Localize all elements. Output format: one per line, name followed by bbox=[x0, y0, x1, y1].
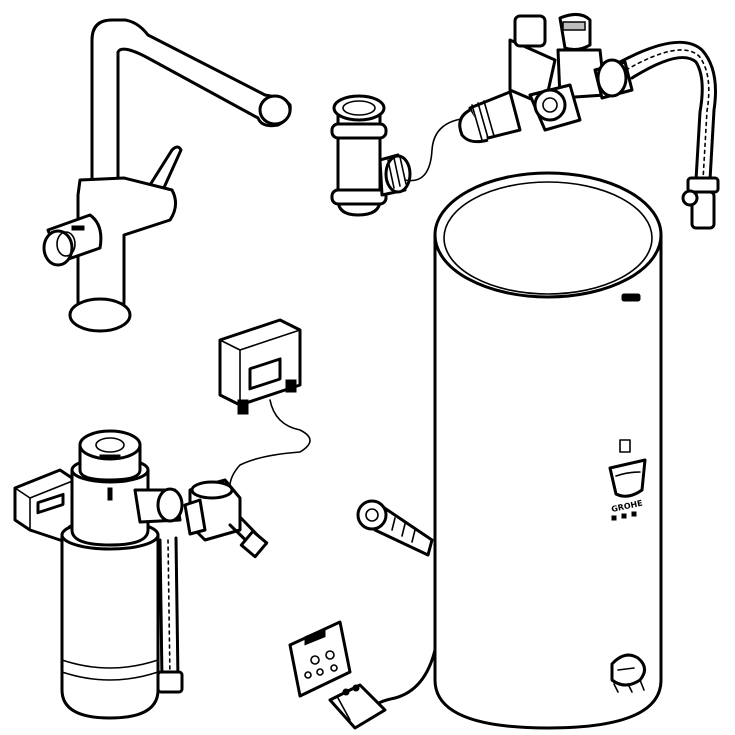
faucet bbox=[42, 18, 292, 333]
tee-connector bbox=[330, 94, 471, 217]
boiler-logo: GROHE bbox=[608, 439, 647, 521]
braided-hose bbox=[618, 40, 720, 230]
instruction-sticker bbox=[288, 620, 352, 698]
solenoid-valve bbox=[183, 478, 269, 559]
filter-unit bbox=[60, 429, 184, 720]
power-cable-plug bbox=[328, 648, 437, 730]
control-box bbox=[218, 318, 311, 493]
boiler-tank: GROHE bbox=[433, 171, 663, 730]
inlet-fitting bbox=[356, 499, 434, 557]
safety-valve-group bbox=[458, 13, 634, 144]
